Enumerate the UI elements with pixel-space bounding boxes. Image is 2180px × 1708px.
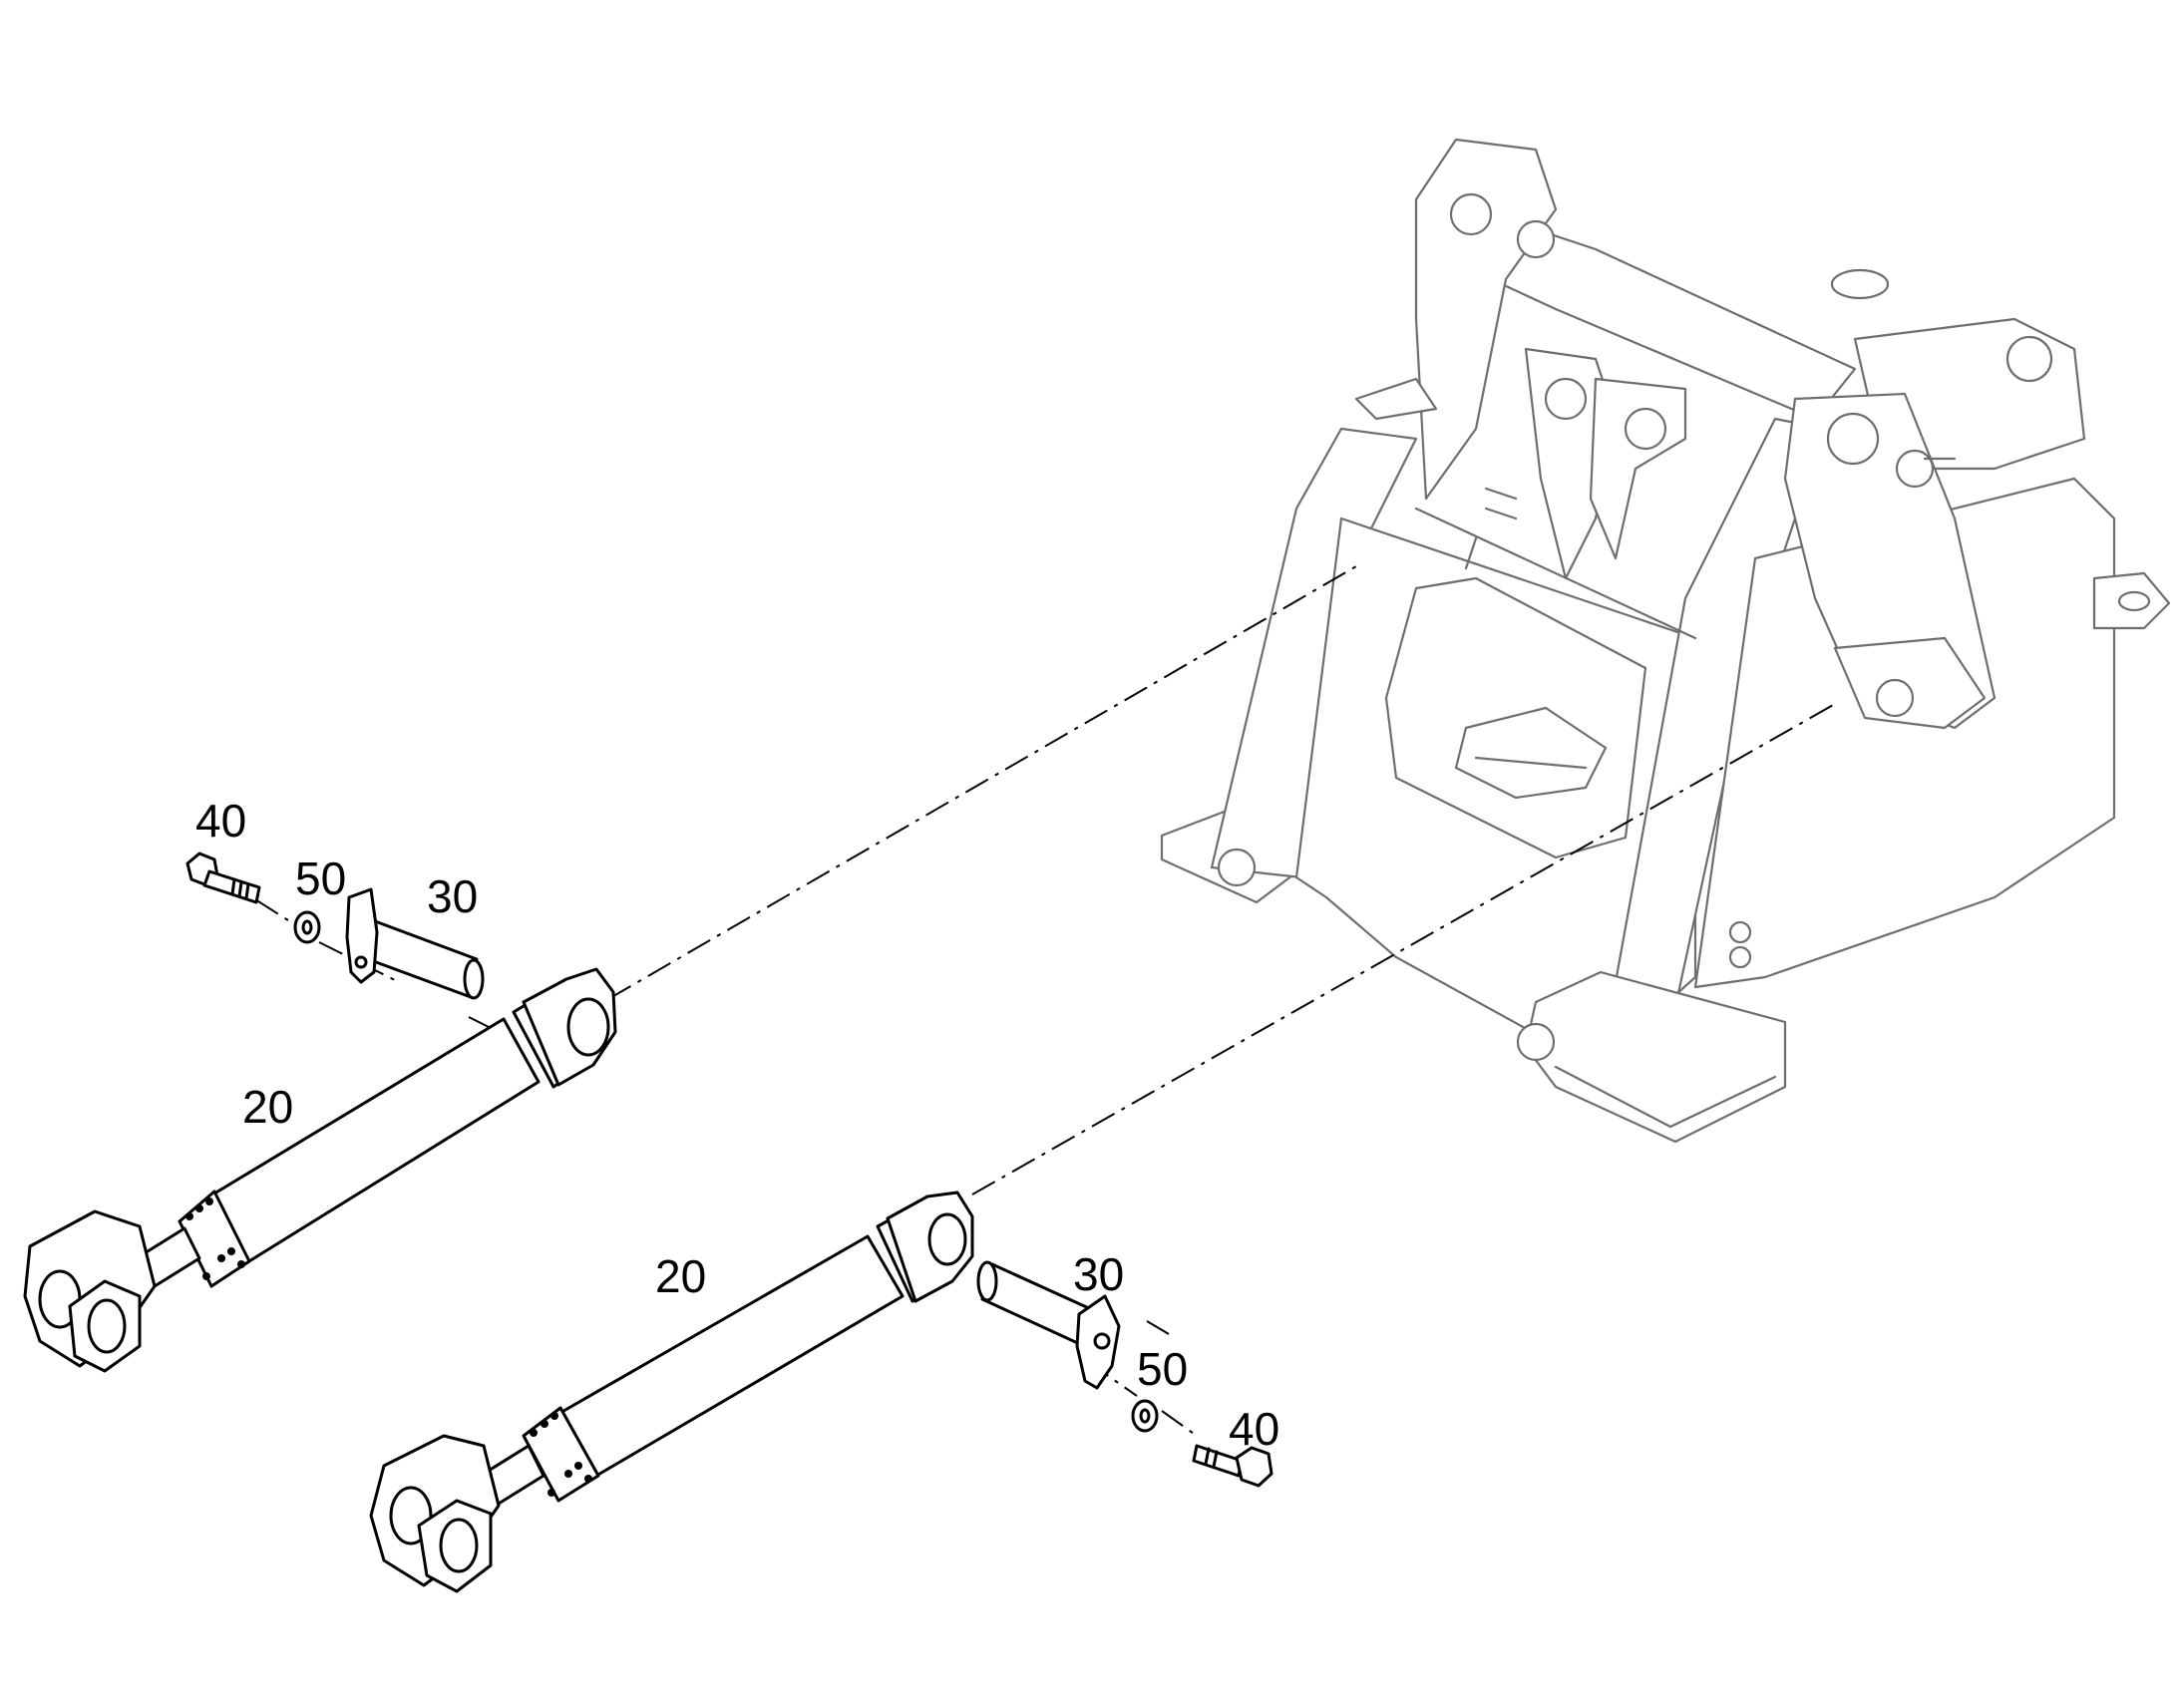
right-bolt (1192, 1444, 1273, 1488)
left-washer (293, 910, 321, 944)
left-hydraulic-cylinder (23, 967, 617, 1373)
lower-alignment-centerline (971, 703, 1836, 1196)
callout-right-bolt: 40 (1229, 1403, 1280, 1455)
callout-left-bolt: 40 (195, 795, 247, 847)
callout-left-pin: 30 (427, 870, 479, 922)
right-pivot-pin (976, 1260, 1121, 1390)
callout-left-cylinder: 20 (242, 1081, 294, 1133)
callout-left-washer: 50 (295, 853, 347, 904)
callout-right-washer: 50 (1137, 1343, 1189, 1395)
right-washer (1131, 1399, 1159, 1433)
left-bolt (185, 852, 261, 904)
callout-right-cylinder: 20 (655, 1250, 707, 1302)
upper-alignment-centerline (607, 565, 1357, 1000)
right-hydraulic-cylinder (369, 1191, 974, 1593)
callout-right-pin: 30 (1073, 1248, 1125, 1300)
left-pivot-pin (345, 887, 485, 1000)
loader-frame (1160, 138, 2171, 1144)
